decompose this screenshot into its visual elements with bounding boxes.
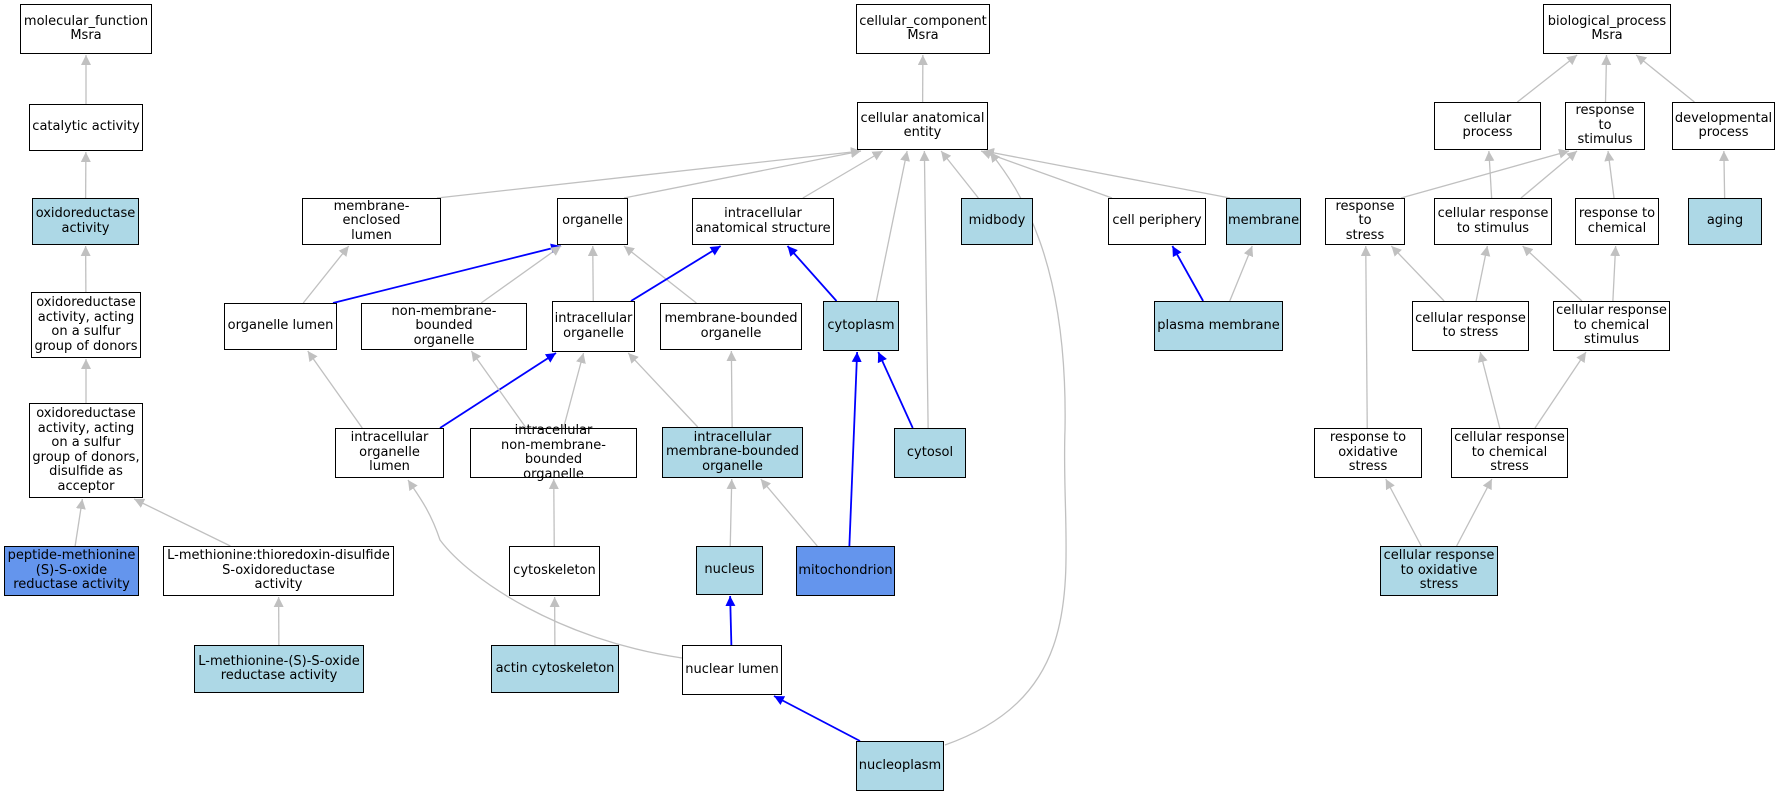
node-nucleoplasm: nucleoplasm [856, 741, 944, 791]
edge-resp-ox-to-resp-stress [1360, 245, 1371, 429]
node-oxidoreductase: oxidoreductase activity [32, 198, 139, 245]
node-cytoplasm: cytoplasm [823, 301, 899, 351]
edge-iol-to-org-lumen [307, 350, 363, 429]
edge-mitochondrion-to-imbo [760, 478, 818, 547]
edge-cell-resp-chem-stress-to-cell-resp-stress [1477, 351, 1501, 429]
edge-nuc-lumen-to-nucleus [725, 595, 736, 646]
node-organelle: organelle [557, 198, 628, 245]
edge-nmbo-to-organelle [480, 245, 562, 304]
edge-mem-lumen-to-cae [436, 147, 862, 199]
edge-cell-resp-chem-stim-to-resp-chem [1610, 245, 1621, 302]
edge-plasma-mem-to-cell-periphery [1171, 245, 1204, 302]
edge-imbo-to-intra-org [627, 352, 699, 428]
edge-cytoplasm-to-cae [875, 150, 911, 302]
edge-pep-met-to-ox-disulfide [74, 498, 86, 547]
edge-mitochondrion-to-cytoplasm [848, 351, 862, 547]
node-inmbo: intracellular non-membrane-bounded organ… [470, 423, 637, 481]
node-cae: cellular anatomical entity [857, 102, 988, 150]
node-ox-disulfide: oxidoreductase activity, acting on a sul… [29, 403, 143, 498]
edge-resp-stim-to-bp [1601, 54, 1612, 103]
edge-dev-proc-to-bp [1635, 54, 1695, 103]
node-membrane: membrane [1226, 198, 1301, 245]
edge-org-lumen-to-organelle [332, 243, 562, 304]
node-actin: actin cytoskeleton [491, 645, 619, 693]
edge-nucleoplasm-to-nuc-lumen [773, 695, 861, 742]
node-aging: aging [1688, 198, 1762, 245]
edge-cell-proc-to-bp [1516, 54, 1578, 103]
edge-cell-resp-stress-to-resp-stress [1390, 245, 1445, 302]
node-bp: biological_process Msra [1543, 4, 1671, 54]
node-mitochondrion: mitochondrion [796, 546, 895, 596]
node-dev-proc: developmental process [1672, 102, 1775, 150]
node-iol: intracellular organelle lumen [335, 428, 444, 478]
node-ox-sulfur: oxidoreductase activity, acting on a sul… [31, 292, 141, 358]
node-nmbo: non-membrane-bounded organelle [361, 303, 527, 350]
edge-nucleus-to-imbo [726, 478, 737, 547]
edge-organelle-to-cae [623, 148, 862, 199]
node-cell-resp-chem-stress: cellular response to chemical stress [1451, 428, 1568, 478]
node-cell-resp-ox: cellular response to oxidative stress [1380, 546, 1498, 596]
node-mf: molecular_function Msra [20, 4, 152, 54]
node-org-lumen: organelle lumen [224, 303, 337, 350]
node-cell-proc: cellular process [1434, 102, 1541, 150]
node-resp-stim: response to stimulus [1565, 102, 1645, 150]
edge-org-lumen-to-mem-lumen [302, 245, 350, 304]
node-intra-org: intracellular organelle [552, 301, 635, 352]
edge-iol-to-intra-org [439, 352, 557, 429]
node-mbo: membrane-bounded organelle [660, 303, 802, 350]
edge-lmet-thio-to-ox-disulfide [133, 498, 231, 547]
node-cell-periphery: cell periphery [1108, 198, 1206, 245]
node-pep-met: peptide-methionine (S)-S-oxide reductase… [4, 546, 139, 596]
edge-resp-stress-to-resp-stim [1400, 148, 1570, 199]
node-lmet-thio: L-methionine:thioredoxin-disulfide S-oxi… [163, 546, 394, 596]
edge-cell-periphery-to-cae [980, 149, 1113, 199]
edge-membrane-to-cae [983, 147, 1231, 199]
node-resp-stress: response to stress [1325, 198, 1405, 245]
edge-intra-org-to-ias [630, 245, 722, 302]
edge-midbody-to-cae [940, 150, 979, 199]
node-catalytic: catalytic activity [29, 104, 143, 151]
node-lmet-oxide: L-methionine-(S)-S-oxide reductase activ… [194, 645, 364, 693]
node-ias: intracellular anatomical structure [692, 198, 834, 245]
edge-cell-resp-stim-to-cell-proc [1484, 150, 1495, 199]
node-cell-resp-stim: cellular response to stimulus [1434, 198, 1552, 245]
edge-cytosol-to-cae [919, 150, 930, 429]
edge-cell-resp-chem-stim-to-cell-resp-stim [1522, 245, 1583, 302]
edge-intra-org-to-organelle [587, 245, 598, 302]
edge-cell-resp-chem-stress-to-cell-resp-chem-stim [1534, 351, 1587, 429]
edge-inmbo-to-nmbo [470, 350, 527, 429]
node-cytosol: cytosol [894, 428, 966, 478]
edge-cell-resp-ox-to-cell-resp-chem-stress [1456, 478, 1493, 547]
node-nucleus: nucleus [696, 546, 763, 595]
edge-cytoplasm-to-ias [786, 245, 838, 302]
edge-nuc-lumen-to-iol [407, 479, 683, 659]
edge-cell-resp-stim-to-resp-stim [1520, 150, 1578, 199]
node-cc: cellular_component Msra [856, 4, 990, 54]
edge-cytosol-to-cytoplasm [877, 351, 914, 429]
node-resp-ox: response to oxidative stress [1314, 428, 1422, 478]
edge-aging-to-dev-proc [1719, 150, 1730, 199]
edge-resp-chem-to-resp-stim [1604, 150, 1615, 199]
edge-imbo-to-mbo [726, 350, 737, 428]
node-cytoskeleton: cytoskeleton [509, 546, 600, 596]
node-nuc-lumen: nuclear lumen [682, 645, 782, 695]
edge-inmbo-to-intra-org [562, 352, 586, 429]
node-midbody: midbody [961, 198, 1033, 245]
node-resp-chem: response to chemical [1575, 198, 1659, 245]
edge-cytoskeleton-to-inmbo [548, 478, 559, 547]
node-plasma-mem: plasma membrane [1154, 301, 1283, 351]
node-imbo: intracellular membrane-bounded organelle [662, 427, 803, 478]
node-cell-resp-stress: cellular response to stress [1412, 301, 1529, 351]
edge-cell-resp-stress-to-cell-resp-stim [1475, 245, 1491, 302]
edge-cell-resp-ox-to-resp-ox [1385, 478, 1422, 547]
edge-plasma-mem-to-membrane [1229, 245, 1254, 302]
node-mem-lumen: membrane-enclosed lumen [302, 198, 441, 245]
edge-ias-to-cae [802, 150, 883, 199]
node-cell-resp-chem-stim: cellular response to chemical stimulus [1553, 301, 1670, 351]
edge-mbo-to-organelle [623, 245, 697, 304]
